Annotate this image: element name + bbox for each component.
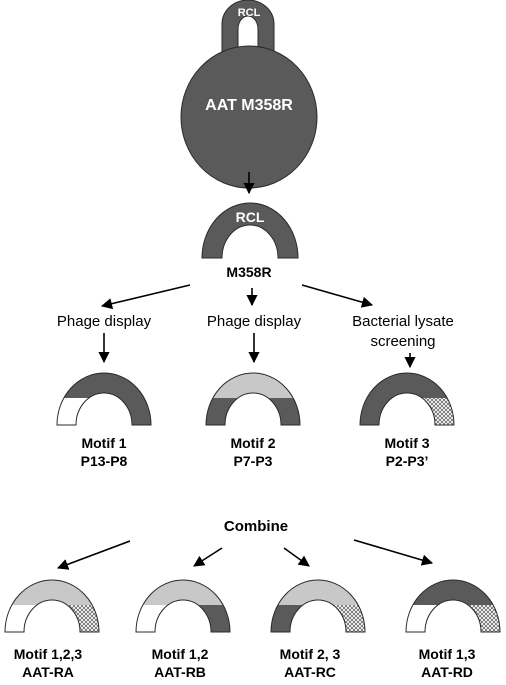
variant-4-arch-top-segment xyxy=(412,580,494,605)
aat-protein-figure: RCL AAT M358R xyxy=(180,0,318,189)
motif-3-label: Motif 3 xyxy=(384,435,429,451)
method-3-label-line-2: screening xyxy=(370,333,435,350)
variant-4-arch-left-segment xyxy=(406,605,438,632)
motif-3-arch-top-segment xyxy=(366,373,448,398)
variant-2-name: AAT-RB xyxy=(154,664,206,680)
method-2-label: Phage display xyxy=(207,313,302,330)
variant-4-label: Motif 1,3 xyxy=(419,646,476,662)
motif-3-arch-right-segment xyxy=(422,398,454,425)
variant-1-arch-left-segment xyxy=(5,605,37,632)
variant-3-arch-left-segment xyxy=(271,605,303,632)
method-3-label-line-1: Bacterial lysate xyxy=(352,313,454,330)
variant-2-arch-right-segment xyxy=(198,605,230,632)
variant-1-label: Motif 1,2,3 xyxy=(14,646,83,662)
motif-3-arch-outline xyxy=(359,372,455,426)
variant-3-arch-right-segment xyxy=(333,605,365,632)
motif-2-range: P7-P3 xyxy=(234,453,273,469)
variant-4-arch-outline xyxy=(405,579,501,633)
top-rcl-loop xyxy=(221,0,275,56)
motif-2-label: Motif 2 xyxy=(230,435,275,451)
variant-1-arch-right-segment xyxy=(67,605,99,632)
rcl-label: RCL xyxy=(236,209,265,225)
motif-arches xyxy=(56,372,455,426)
variant-2-arch-top-segment xyxy=(142,580,224,605)
motif-2-arch-top-segment xyxy=(212,373,294,398)
arrow-to-method-1 xyxy=(100,284,191,310)
rcl-arch-figure: RCL M358R xyxy=(201,202,299,280)
variant-4-arch-right-segment xyxy=(468,605,500,632)
motif-2-arch-right-segment xyxy=(268,398,300,425)
variant-1-arch-top-segment xyxy=(11,580,93,605)
motif-1-range: P13-P8 xyxy=(81,453,128,469)
motif-2-arch-outline xyxy=(205,372,301,426)
arrow-to-method-3 xyxy=(301,284,374,308)
variant-2-arch-left-segment xyxy=(136,605,168,632)
rcl-caption: M358R xyxy=(226,264,271,280)
motif-2-arch-left-segment xyxy=(206,398,238,425)
motif-1-arch-left-segment xyxy=(57,398,89,425)
motif-1-label: Motif 1 xyxy=(81,435,126,451)
variant-3-name: AAT-RC xyxy=(284,664,336,680)
variant-2-label: Motif 1,2 xyxy=(152,646,209,662)
arrow-to-variant-4 xyxy=(353,539,434,566)
variant-4-name: AAT-RD xyxy=(421,664,473,680)
aat-protein-ball xyxy=(180,45,318,189)
arrow-to-variant-1 xyxy=(56,540,131,570)
motif-1-arch-top-segment xyxy=(63,373,145,398)
arrow-to-variant-3 xyxy=(283,547,310,567)
protein-label: AAT M358R xyxy=(205,97,293,114)
motif-1-arch-right-segment xyxy=(119,398,151,425)
variant-arches xyxy=(4,579,501,633)
rcl-arch xyxy=(201,202,299,259)
variant-2-arch-outline xyxy=(135,579,231,633)
variant-3-arch-outline xyxy=(270,579,366,633)
motif-1-arch-outline xyxy=(56,372,152,426)
arrow-to-variant-2 xyxy=(193,547,223,567)
combine-label: Combine xyxy=(224,518,288,535)
method-1-label: Phage display xyxy=(57,313,152,330)
motif-3-arch-left-segment xyxy=(360,398,392,425)
variant-1-name: AAT-RA xyxy=(22,664,74,680)
variant-3-arch-top-segment xyxy=(277,580,359,605)
variant-3-label: Motif 2, 3 xyxy=(280,646,341,662)
top-loop-label: RCL xyxy=(238,7,261,19)
motif-3-range: P2-P3’ xyxy=(386,453,429,469)
variant-1-arch-outline xyxy=(4,579,100,633)
